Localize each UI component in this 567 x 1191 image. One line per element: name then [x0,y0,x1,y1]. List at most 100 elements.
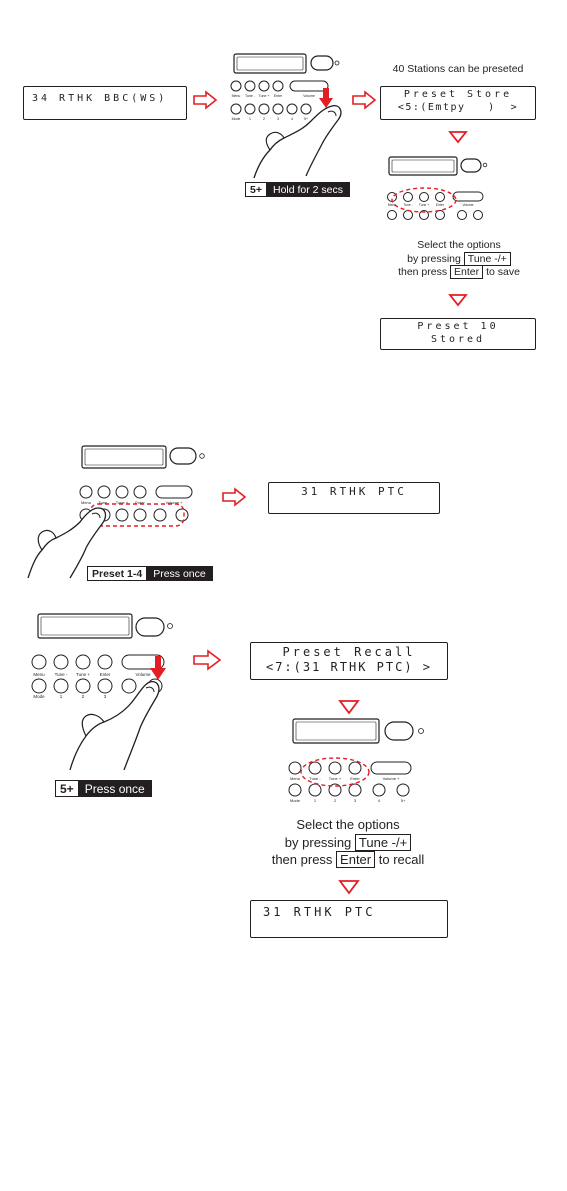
instr-line3: then press Enter to recall [240,851,456,869]
preset-store-line2: <5:(Emtpy ) > [397,101,519,113]
radio-device-icon: Menu Tune - Tune + Enter Volume + [79,445,205,527]
instr-line2-prefix: by pressing [284,834,352,850]
badge-key-label: Preset 1-4 [88,567,148,580]
tune-key-label: Tune -/+ [354,833,412,851]
svg-text:Mode: Mode [232,117,241,121]
radio-device-icon: Menu Tune - Tune + Enter Volume + Mode 1 2 3 4 5+ [288,718,424,803]
svg-text:Enter: Enter [350,776,360,781]
store-instructions: Select the options by pressing Tune -/+ … [384,239,534,280]
svg-text:2: 2 [82,694,85,699]
svg-text:Tune -: Tune - [245,94,256,98]
recalled-station-text: 31 RTHK PTC [301,485,407,498]
svg-text:Tune +: Tune + [116,500,129,505]
preset-stored-display: Preset 10 Stored [380,318,536,350]
svg-text:Tune +: Tune + [76,672,90,677]
svg-text:1: 1 [60,694,63,699]
arrow-down-icon [448,294,468,307]
svg-text:Menu: Menu [232,94,241,98]
svg-text:Mode: Mode [290,798,301,803]
svg-text:Tune -: Tune - [55,672,68,677]
instr-line1: Select the options [417,239,501,251]
svg-text:Volume: Volume [463,203,474,207]
svg-text:5+: 5+ [401,798,406,803]
instr-line3-prefix: then press [271,852,333,868]
svg-text:Enter: Enter [274,94,283,98]
instr-line1: Select the options [296,817,400,832]
instr-line2: by pressing Tune -/+ [240,833,456,852]
svg-text:3: 3 [354,798,357,803]
svg-text:2: 2 [263,117,265,121]
hold-badge: 5+ Hold for 2 secs [245,182,351,197]
instr-line3-prefix: then press [398,266,448,279]
svg-text:1: 1 [249,117,251,121]
svg-text:Menu: Menu [290,776,300,781]
svg-text:Tune +: Tune + [259,94,270,98]
svg-text:4: 4 [291,117,293,121]
svg-text:3: 3 [104,694,107,699]
svg-text:Volume: Volume [135,672,151,677]
arrow-right-icon [193,90,218,110]
svg-text:5+: 5+ [304,117,308,121]
preset-recall-display: Preset Recall <7:(31 RTHK PTC) > [250,642,448,680]
stored-line2: Stored [430,333,486,345]
recall-line2: <7:(31 RTHK PTC) > [265,660,433,674]
badge-action-label: Press once [78,781,151,796]
stored-line1: Preset 10 [417,321,499,332]
svg-text:1: 1 [314,798,317,803]
start-display-text: 34 RTHK BBC(WS) [32,93,168,104]
instr-line3-suffix: to recall [378,852,425,868]
instr-line2-prefix: by pressing [407,252,461,265]
svg-text:Tune -: Tune - [98,500,110,505]
arrow-down-icon [338,880,360,895]
recalled-station-display: 31 RTHK PTC [268,482,440,514]
arrow-down-icon [338,700,360,715]
svg-text:Volume: Volume [303,94,315,98]
badge-key-label: 5+ [56,781,79,796]
badge-key-label: 5+ [246,183,267,196]
badge-action-label: Hold for 2 secs [266,183,350,196]
press-indicator-arrow-icon [319,88,333,108]
svg-text:Mode: Mode [33,694,45,699]
enter-key-label: Enter [450,265,484,280]
final-station-text: 31 RTHK PTC [263,905,376,919]
recall-line1: Preset Recall [282,645,416,659]
hand-pointer-icon [69,681,160,771]
arrow-right-icon [222,487,247,507]
stations-note: 40 Stations can be preseted [392,63,524,75]
radio-device-icon: Menu Tune -Tune + Enter Volume Mode 1 2 3 4 5+ [230,53,340,121]
svg-text:Tune -: Tune - [309,776,321,781]
arrow-right-icon [352,90,377,110]
svg-text:3: 3 [277,117,279,121]
svg-text:Menu: Menu [33,672,45,677]
preset-store-display: Preset Store <5:(Emtpy ) > [380,86,536,120]
svg-text:4: 4 [378,798,381,803]
svg-text:Volume +: Volume + [383,776,400,781]
svg-text:Enter: Enter [436,203,445,207]
svg-text:Tune +: Tune + [329,776,342,781]
instr-line2: by pressing Tune -/+ [384,251,534,267]
arrow-right-icon [193,649,222,671]
svg-text:Enter: Enter [135,500,145,505]
svg-text:2: 2 [334,798,337,803]
instr-line3-suffix: to save [486,266,520,279]
hand-pointer-icon [27,507,107,579]
recall-press-badge: 5+ Press once [55,780,152,797]
preset-store-line1: Preset Store [403,89,513,100]
arrow-down-icon [448,131,468,144]
hand-pointer-icon [253,105,342,179]
recall-instructions: Select the options by pressing Tune -/+ … [240,816,456,869]
preset-press-badge: Preset 1-4 Press once [87,566,213,581]
press-indicator-arrow-icon [150,656,166,680]
svg-text:Volume +: Volume + [166,500,183,505]
svg-text:Tune -: Tune - [403,203,412,207]
enter-key-label: Enter [336,851,376,869]
svg-text:Tune +: Tune + [419,203,429,207]
start-display: 34 RTHK BBC(WS) [23,86,187,120]
svg-text:Enter: Enter [100,672,111,677]
instr-line3: then press Enter to save [384,265,534,280]
svg-text:Menu: Menu [81,500,91,505]
tune-key-label: Tune -/+ [463,251,511,266]
badge-action-label: Press once [147,567,212,580]
final-station-display: 31 RTHK PTC [250,900,448,938]
